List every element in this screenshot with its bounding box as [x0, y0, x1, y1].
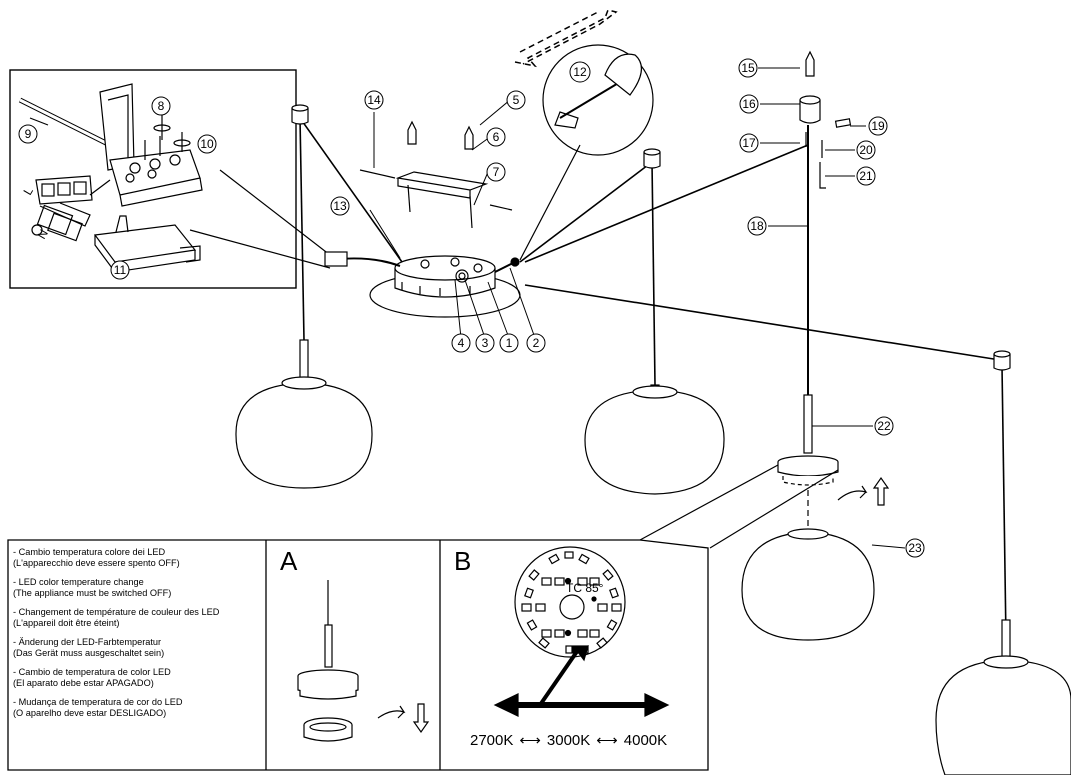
svg-text:22: 22 — [877, 419, 891, 433]
panel-a-drawing — [297, 580, 430, 742]
callout-11: 11 — [110, 260, 130, 280]
svg-text:15: 15 — [741, 61, 755, 75]
svg-text:5: 5 — [513, 93, 520, 107]
svg-text:12: 12 — [573, 65, 587, 79]
svg-text:11: 11 — [114, 263, 127, 277]
note-es: - Cambio de temperatura de color LED(El … — [13, 667, 171, 688]
svg-text:20: 20 — [859, 143, 873, 157]
pendant-lamp-3-exploded — [741, 394, 890, 641]
pendant-lamp-4 — [935, 619, 1071, 775]
svg-text:1: 1 — [506, 336, 513, 350]
canopy — [324, 251, 521, 318]
callout-5: 5 — [506, 90, 526, 110]
callout-22: 22 — [874, 416, 894, 436]
svg-text:19: 19 — [871, 119, 885, 133]
svg-text:16: 16 — [742, 97, 756, 111]
note-it: - Cambio temperatura colore dei LED(L'ap… — [13, 547, 180, 568]
double-arrow-icon: ⟷ — [519, 732, 541, 749]
callout-1: 1 — [499, 333, 519, 353]
callout-17: 17 — [739, 133, 759, 153]
callout-2: 2 — [526, 333, 546, 353]
double-arrow-icon: ⟷ — [596, 732, 618, 749]
ceiling-anchors — [291, 104, 1011, 371]
callout-19: 19 — [868, 116, 888, 136]
svg-text:6: 6 — [493, 130, 500, 144]
svg-text:10: 10 — [200, 137, 214, 151]
instruction-notes: - Cambio temperatura colore dei LED(L'ap… — [13, 547, 263, 727]
callout-10: 10 — [197, 134, 217, 154]
note-de: - Änderung der LED-Farbtemperatur(Das Ge… — [13, 637, 165, 658]
callout-18: 18 — [747, 216, 767, 236]
pendant-cables — [299, 117, 1007, 641]
temp-3000: 3000K — [546, 732, 591, 749]
callouts: 1 2 3 4 5 6 7 8 9 10 11 12 13 14 15 16 1… — [18, 58, 925, 558]
callout-4: 4 — [451, 333, 471, 353]
note-en: - LED color temperature change(The appli… — [13, 577, 172, 598]
callout-12: 12 — [569, 61, 591, 83]
pendant-lamp-1 — [235, 339, 373, 489]
callout-23: 23 — [905, 538, 925, 558]
pendant-lamp-2 — [584, 384, 725, 495]
led-board — [493, 546, 670, 717]
note-fr: - Changement de température de couleur d… — [13, 607, 220, 628]
mounting-bracket — [359, 120, 513, 229]
svg-text:2: 2 — [533, 336, 540, 350]
callout-20: 20 — [856, 140, 876, 160]
callout-21: 21 — [856, 166, 876, 186]
svg-text:21: 21 — [859, 169, 873, 183]
board-label: TC 85° — [566, 581, 604, 595]
callout-13: 13 — [330, 196, 350, 216]
svg-text:7: 7 — [493, 165, 500, 179]
svg-text:23: 23 — [908, 541, 922, 555]
svg-text:4: 4 — [458, 336, 465, 350]
svg-text:3: 3 — [482, 336, 489, 350]
callout-6: 6 — [486, 127, 506, 147]
callout-16: 16 — [739, 94, 759, 114]
callout-9: 9 — [18, 124, 38, 144]
svg-text:18: 18 — [750, 219, 764, 233]
panel-b-label: B — [454, 546, 472, 576]
callout-7: 7 — [486, 162, 506, 182]
svg-text:9: 9 — [25, 127, 32, 141]
svg-text:8: 8 — [158, 99, 165, 113]
callout-8: 8 — [151, 96, 171, 116]
svg-text:14: 14 — [367, 93, 381, 107]
ceiling-hook-parts — [799, 50, 852, 395]
leader-lines — [369, 67, 906, 549]
temp-4000: 4000K — [623, 732, 668, 749]
color-temperature-options: 2700K ⟷ 3000K ⟷ 4000K — [470, 731, 667, 749]
svg-text:17: 17 — [742, 136, 756, 150]
temp-2700: 2700K — [470, 732, 514, 749]
callout-14: 14 — [364, 90, 384, 110]
direction-arrow — [514, 9, 618, 68]
callout-3: 3 — [475, 333, 495, 353]
panel-a-label: A — [280, 546, 298, 576]
callout-15: 15 — [738, 58, 758, 78]
svg-text:13: 13 — [333, 199, 347, 213]
note-pt: - Mudança de temperatura de cor do LED(O… — [13, 697, 183, 718]
